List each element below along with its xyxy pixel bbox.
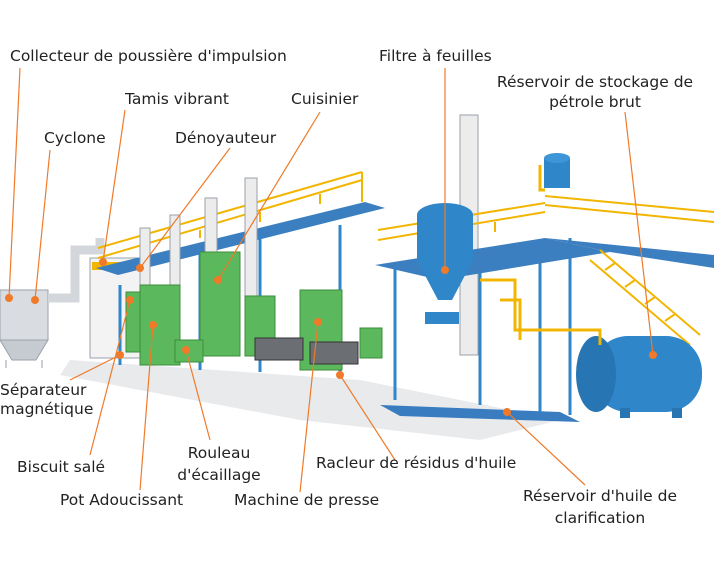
small-tank <box>544 153 570 188</box>
label-crude-oil-tank-line1: Réservoir de stockage de <box>496 73 694 91</box>
mezzanine-platform <box>96 202 385 275</box>
label-magnetic-separator-line1: Séparateur <box>0 381 87 399</box>
press-machines <box>254 337 359 365</box>
label-salted-biscuit: Biscuit salé <box>17 458 106 476</box>
label-press-machine: Machine de presse <box>234 491 380 509</box>
label-leaf-filter: Filtre à feuilles <box>379 47 492 65</box>
label-cyclone: Cyclone <box>44 129 106 147</box>
label-flaking-roller-line2: d'écaillage <box>177 466 261 484</box>
label-flaking-roller-line1: Rouleau <box>187 444 251 462</box>
label-clarification-tank-line1: Réservoir d'huile de <box>522 487 678 505</box>
dust-pipe <box>48 238 105 303</box>
marker-dots <box>5 258 657 416</box>
dust-collector <box>0 289 49 368</box>
stairs <box>589 249 701 346</box>
label-clarification-tank: Réservoir d'huile de clarification <box>490 486 710 528</box>
label-softening-pot: Pot Adoucissant <box>60 491 184 509</box>
label-dehuller: Dénoyauteur <box>175 129 277 147</box>
big-tank <box>576 336 702 418</box>
label-vibrating-sieve: Tamis vibrant <box>125 90 229 108</box>
label-crude-oil-tank: Réservoir de stockage de pétrole brut <box>482 72 708 112</box>
label-magnetic-separator-line2: magnétique <box>0 400 94 418</box>
label-flaking-roller: Rouleau d'écaillage <box>168 443 270 485</box>
oil-pipes <box>480 165 602 345</box>
label-cooker: Cuisinier <box>291 90 359 108</box>
label-clarification-tank-line2: clarification <box>554 509 646 527</box>
label-magnetic-separator: Séparateur magnétique <box>0 380 93 419</box>
green-equipment <box>125 251 383 371</box>
label-crude-oil-tank-line2: pétrole brut <box>549 93 641 111</box>
label-pulse-dust-collector: Collecteur de poussière d'impulsion <box>10 47 287 65</box>
label-oil-residue-scraper: Racleur de résidus d'huile <box>316 454 517 472</box>
floor-base-blue <box>380 405 580 422</box>
leader-lines <box>8 67 654 493</box>
